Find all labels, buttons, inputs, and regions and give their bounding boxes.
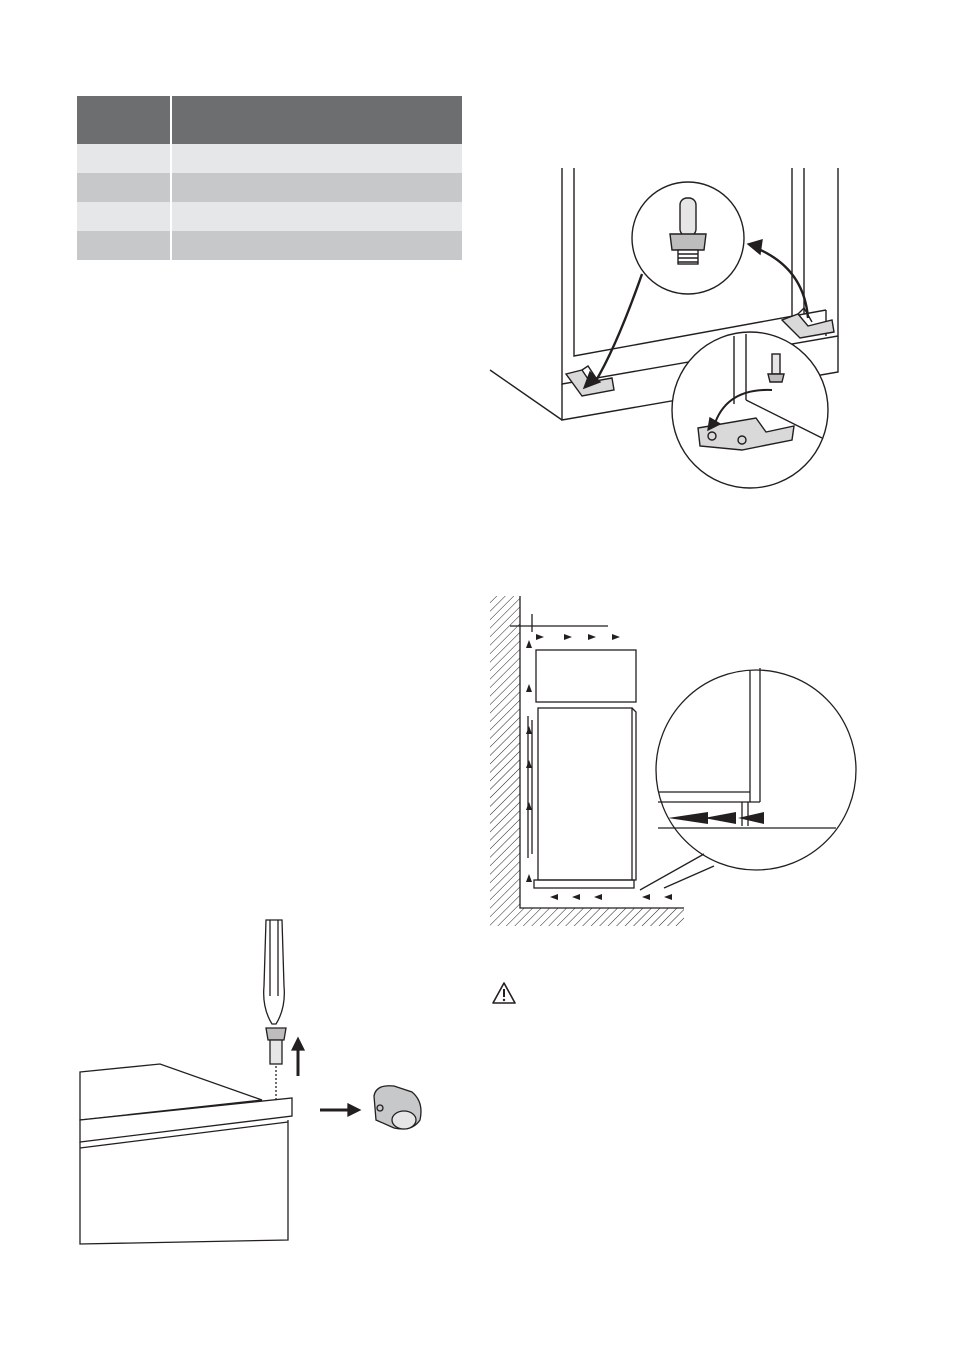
warning-triangle-icon bbox=[491, 981, 517, 1005]
table-cell bbox=[77, 202, 172, 231]
table-header-cell bbox=[171, 96, 462, 144]
table-cell bbox=[77, 231, 172, 260]
table-cell bbox=[171, 144, 462, 173]
door-stop-illustration bbox=[76, 916, 436, 1248]
table-row bbox=[77, 144, 462, 173]
table-header-cell bbox=[77, 96, 172, 144]
table-cell bbox=[77, 173, 172, 202]
table-cell bbox=[171, 202, 462, 231]
table-row bbox=[77, 202, 462, 231]
table-cell bbox=[77, 144, 172, 173]
table-row bbox=[77, 173, 462, 202]
hinge-pin-illustration bbox=[486, 168, 846, 493]
data-table bbox=[77, 96, 462, 260]
table-header-row bbox=[77, 96, 462, 144]
ventilation-airflow-diagram bbox=[488, 596, 860, 932]
table-cell bbox=[171, 173, 462, 202]
table-cell bbox=[171, 231, 462, 260]
table-row bbox=[77, 231, 462, 260]
